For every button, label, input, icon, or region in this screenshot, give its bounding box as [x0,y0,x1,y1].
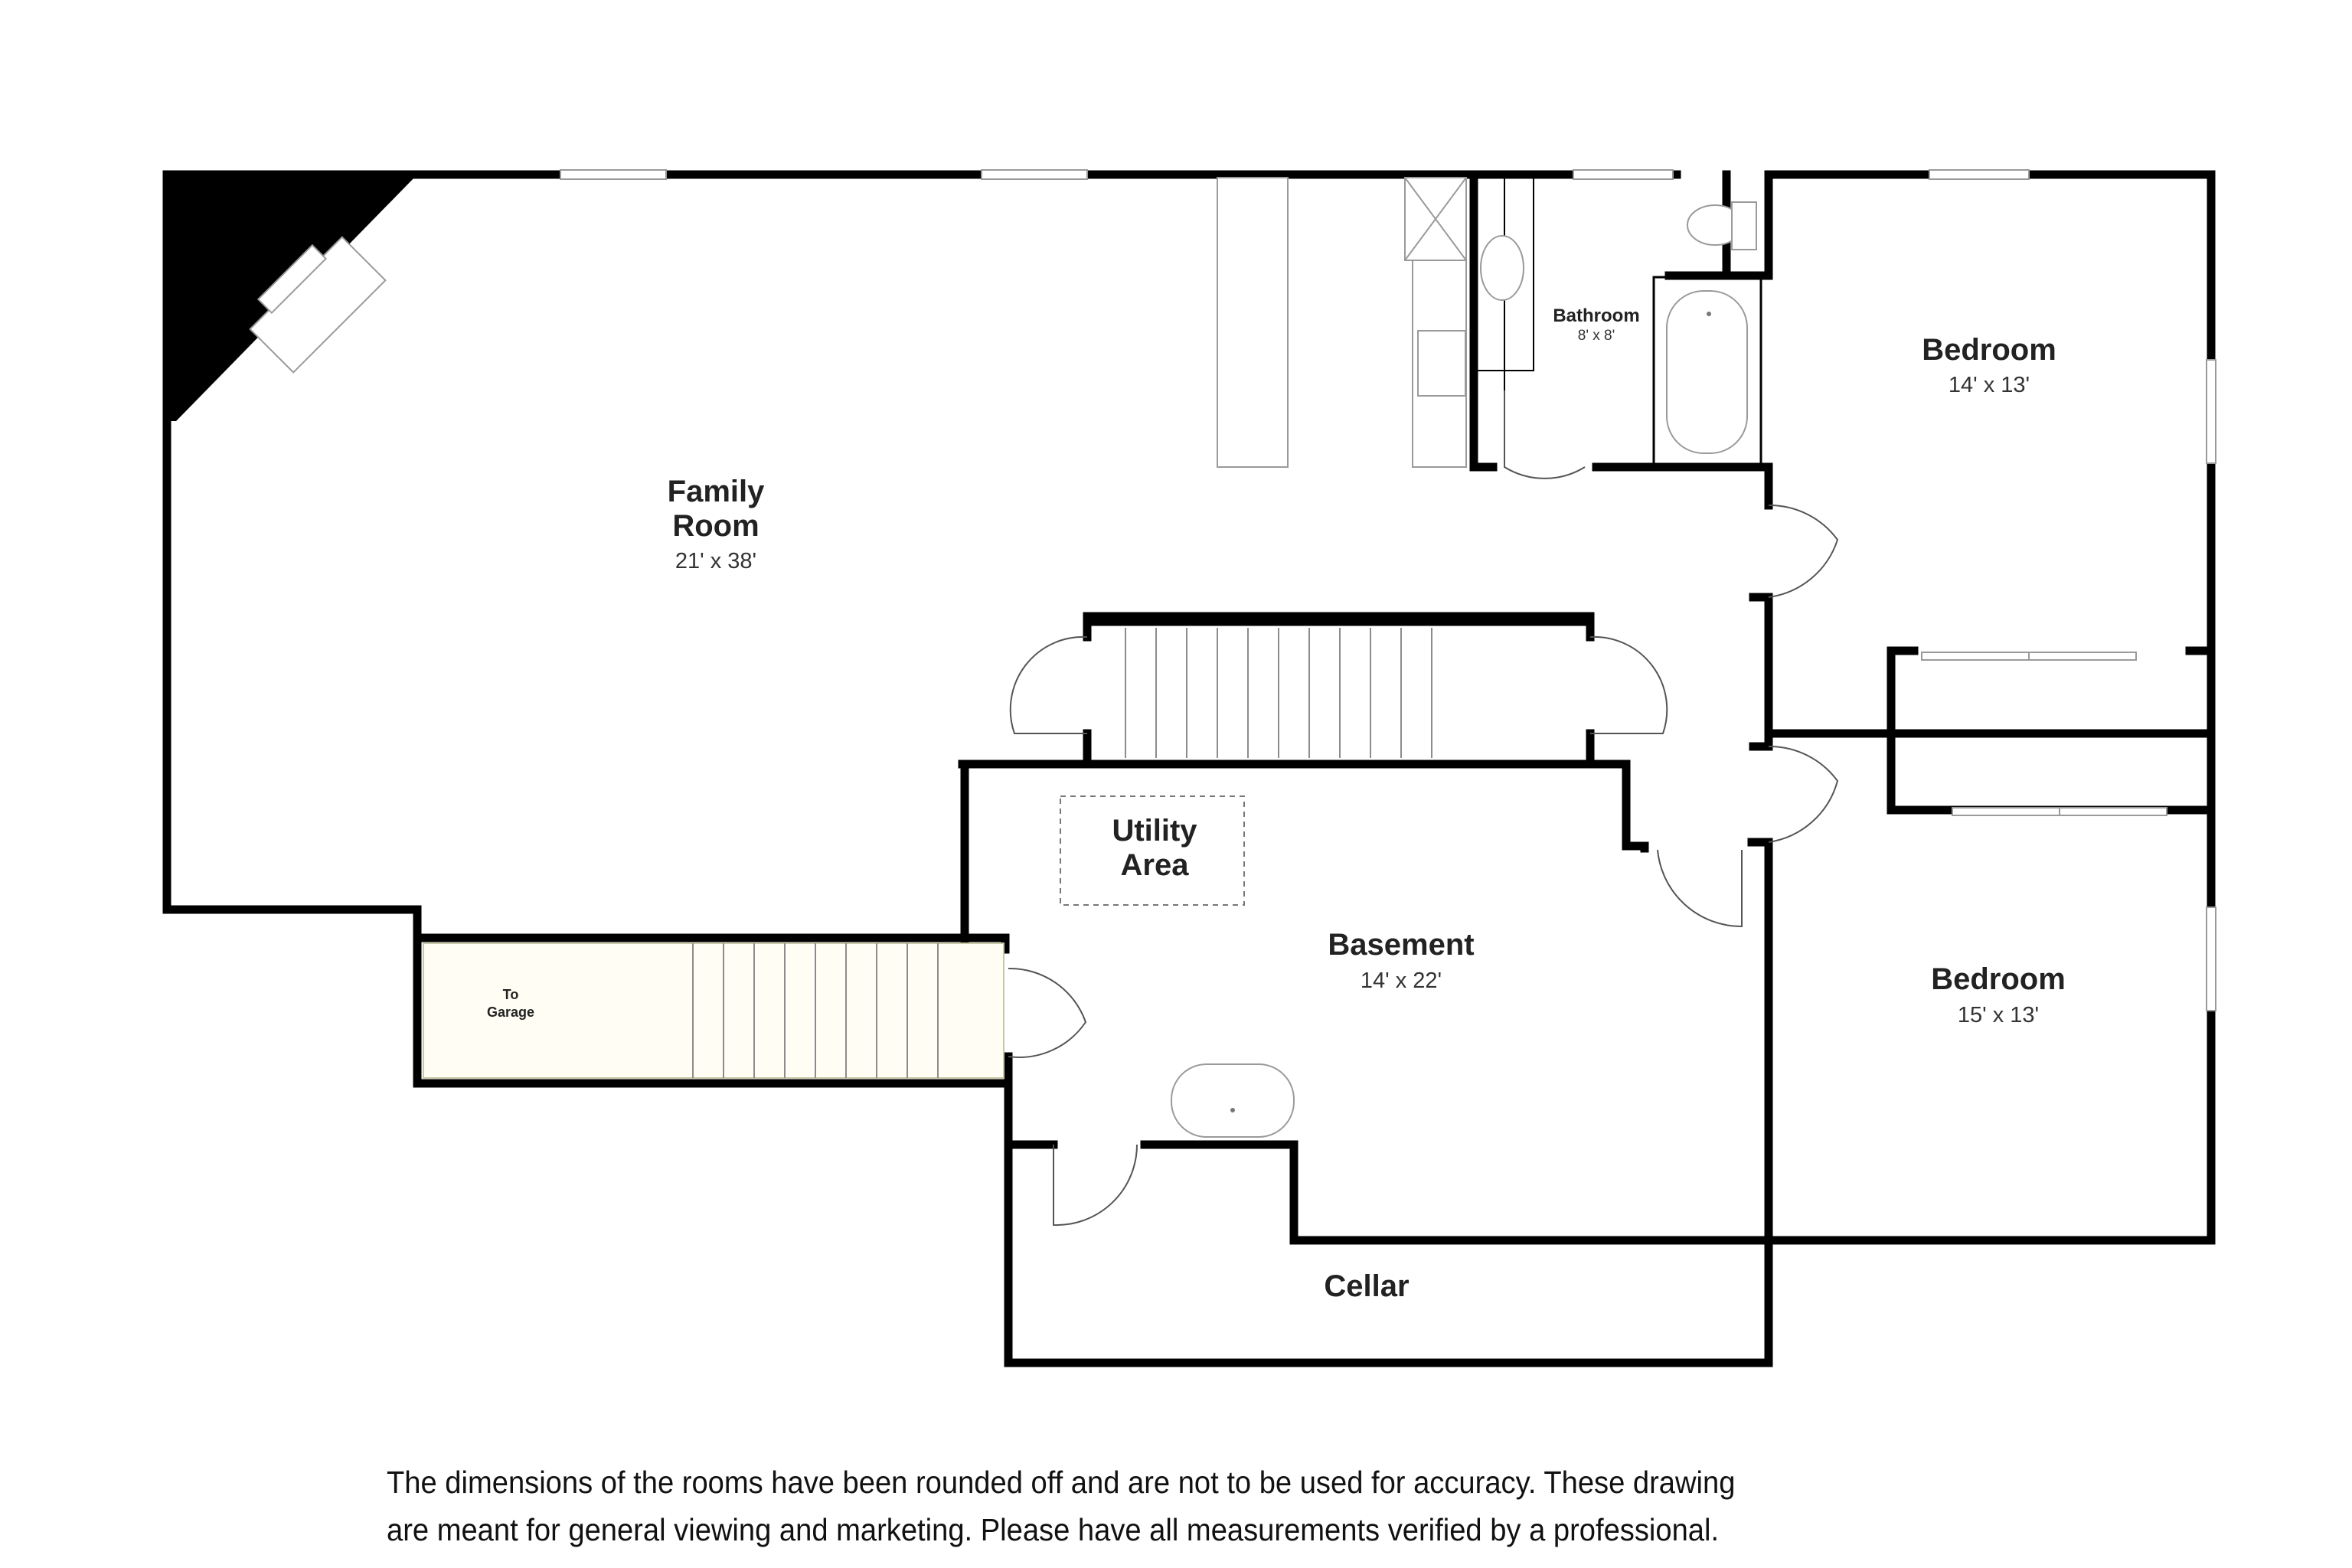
bathroom-label: Bathroom 8' x 8' [1553,305,1639,344]
utility-name-line1: Utility [1112,814,1197,848]
basement-tub-icon [1171,1063,1295,1138]
bedroom-lower-label: Bedroom 15' x 13' [1931,962,2066,1027]
bathroom-name: Bathroom [1553,305,1639,326]
bathroom-dims: 8' x 8' [1578,328,1615,344]
bedroom-upper-name: Bedroom [1922,333,2056,367]
utility-name-line2: Area [1121,848,1190,882]
disclaimer-line1: The dimensions of the rooms have been ro… [387,1465,1736,1500]
cellar-label: Cellar [1324,1269,1409,1303]
basement-label: Basement 14' x 22' [1328,928,1474,993]
bathtub-icon [1666,290,1748,454]
doors [1008,390,1839,1227]
cellar-name: Cellar [1324,1269,1409,1303]
family-room-label: Family Room 21' x 38' [668,475,765,573]
garage-staircase [423,942,1004,1079]
bedroom-lower-dims: 15' x 13' [1958,1003,2039,1027]
basement-name: Basement [1328,928,1474,962]
main-staircase [1095,628,1583,758]
bedroom-lower-name: Bedroom [1931,962,2066,996]
disclaimer-line2: are meant for general viewing and market… [387,1512,1720,1547]
basement-dims: 14' x 22' [1361,969,1442,993]
disclaimer: The dimensions of the rooms have been ro… [387,1459,1882,1553]
garage-line2: Garage [487,1004,534,1020]
family-room-name-line1: Family [668,475,765,508]
bathroom-walls [1217,175,1762,469]
windows [560,169,2216,1011]
exterior-walls [162,170,2216,1367]
bedroom-upper-label: Bedroom 14' x 13' [1922,333,2056,397]
garage-line1: To [503,987,519,1002]
garage-label: To Garage [487,987,534,1020]
family-room-name-line2: Room [672,509,759,543]
bedroom-upper-dims: 14' x 13' [1949,373,2030,397]
utility-area-outline [1060,795,1245,906]
family-room-dims: 21' x 38' [675,549,756,573]
utility-area-label: Utility Area [1112,814,1197,882]
sink-icon [1480,235,1524,301]
fireplace-icon [249,236,387,374]
